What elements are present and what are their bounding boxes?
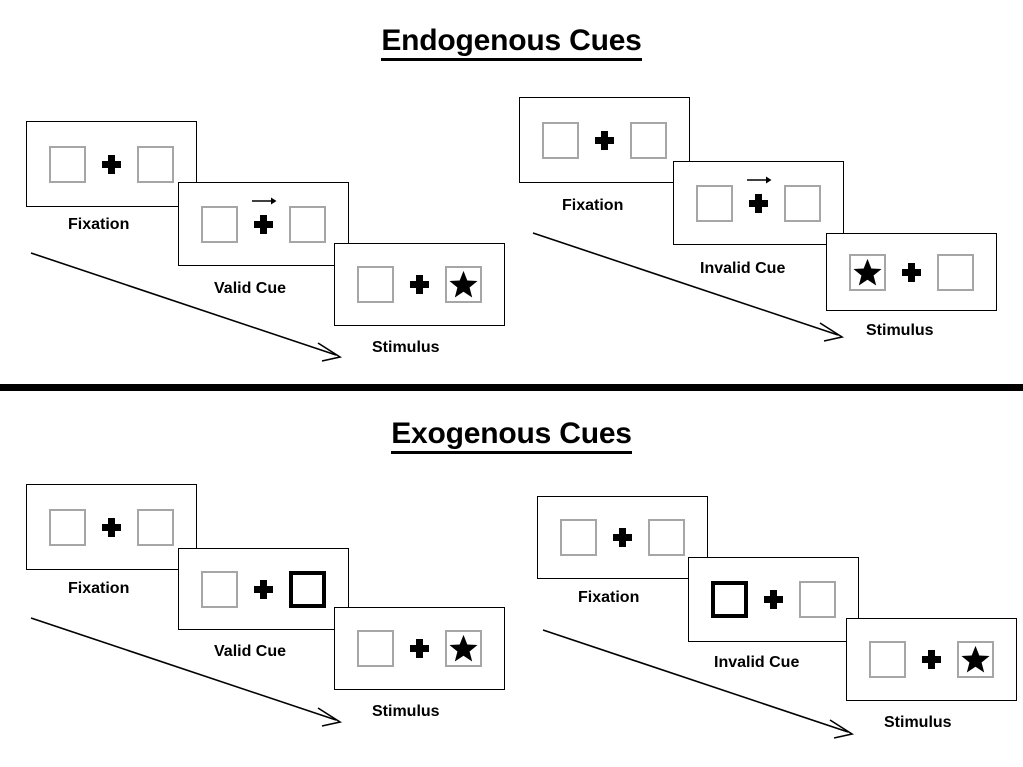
section-divider xyxy=(0,384,1023,391)
star-target-icon xyxy=(449,270,478,299)
fixation-cross-icon xyxy=(613,528,632,547)
left-box[interactable] xyxy=(201,205,238,243)
fixation-cross-icon xyxy=(410,275,429,294)
right-box[interactable] xyxy=(137,145,174,183)
left-box[interactable] xyxy=(711,581,748,618)
right-box[interactable] xyxy=(648,519,685,556)
panel-content xyxy=(357,630,482,667)
left-box[interactable] xyxy=(49,508,86,546)
panel-exogenous-valid-cue[interactable] xyxy=(178,548,349,630)
caption-exogenous-valid-stimulus: Stimulus xyxy=(372,703,440,720)
fixation-cross-icon xyxy=(764,590,783,609)
fixation-cross-icon xyxy=(251,197,276,234)
caption-endogenous-invalid-cue: Invalid Cue xyxy=(700,260,786,277)
right-box[interactable] xyxy=(957,641,994,678)
right-box[interactable] xyxy=(630,121,667,159)
panel-content xyxy=(357,266,482,303)
right-box[interactable] xyxy=(445,266,482,303)
panel-content xyxy=(869,641,994,678)
fixation-cross-icon xyxy=(595,130,614,150)
right-box[interactable] xyxy=(937,253,974,291)
panel-content xyxy=(201,197,326,243)
panel-content xyxy=(696,176,821,222)
panel-exogenous-valid-fixation[interactable] xyxy=(26,484,197,570)
panel-exogenous-invalid-fixation[interactable] xyxy=(537,496,708,579)
panel-exogenous-invalid-cue[interactable] xyxy=(688,557,859,642)
caption-exogenous-valid-fixation: Fixation xyxy=(68,580,130,597)
left-box[interactable] xyxy=(357,266,394,303)
left-box[interactable] xyxy=(201,570,238,608)
panel-exogenous-valid-stimulus[interactable] xyxy=(334,607,505,690)
panel-endogenous-valid-cue[interactable] xyxy=(178,182,349,266)
caption-endogenous-valid-cue: Valid Cue xyxy=(214,280,287,297)
caption-endogenous-valid-stimulus: Stimulus xyxy=(372,339,440,356)
right-box[interactable] xyxy=(445,630,482,667)
right-box[interactable] xyxy=(799,581,836,618)
fixation-cross-icon xyxy=(746,176,771,213)
panel-endogenous-invalid-fixation[interactable] xyxy=(519,97,690,183)
panel-content xyxy=(542,121,667,159)
caption-endogenous-invalid-fixation: Fixation xyxy=(562,197,624,214)
panel-endogenous-invalid-cue[interactable] xyxy=(673,161,844,245)
section-title-endogenous-text: Endogenous Cues xyxy=(381,24,642,61)
left-box[interactable] xyxy=(49,145,86,183)
panel-endogenous-valid-fixation[interactable] xyxy=(26,121,197,207)
star-target-icon xyxy=(449,634,478,663)
fixation-cross-icon xyxy=(902,262,921,282)
right-box[interactable] xyxy=(137,508,174,546)
section-title-exogenous: Exogenous Cues xyxy=(0,417,1023,454)
fixation-cross-icon xyxy=(254,579,273,599)
caption-endogenous-valid-fixation: Fixation xyxy=(68,216,130,233)
panel-content xyxy=(49,508,174,546)
section-title-endogenous: Endogenous Cues xyxy=(0,24,1023,61)
left-box[interactable] xyxy=(849,253,886,291)
panel-endogenous-valid-stimulus[interactable] xyxy=(334,243,505,326)
left-box[interactable] xyxy=(696,184,733,222)
panel-content xyxy=(849,253,974,291)
section-title-exogenous-text: Exogenous Cues xyxy=(391,417,632,454)
fixation-cross-icon xyxy=(102,154,121,174)
caption-exogenous-valid-cue: Valid Cue xyxy=(214,643,287,660)
panel-endogenous-invalid-stimulus[interactable] xyxy=(826,233,997,311)
caption-exogenous-invalid-cue: Invalid Cue xyxy=(714,654,800,671)
fixation-cross-icon xyxy=(410,639,429,658)
fixation-cross-icon xyxy=(102,517,121,537)
panel-content xyxy=(49,145,174,183)
arrow-right-cue-icon xyxy=(251,195,277,207)
panel-exogenous-invalid-stimulus[interactable] xyxy=(846,618,1017,701)
caption-endogenous-invalid-stimulus: Stimulus xyxy=(866,322,934,339)
arrow-right-cue-icon xyxy=(746,174,772,186)
panel-content xyxy=(711,581,836,618)
left-box[interactable] xyxy=(869,641,906,678)
right-box[interactable] xyxy=(289,570,326,608)
right-box[interactable] xyxy=(289,205,326,243)
panel-content xyxy=(560,519,685,556)
panel-content xyxy=(201,570,326,608)
left-box[interactable] xyxy=(560,519,597,556)
caption-exogenous-invalid-fixation: Fixation xyxy=(578,589,640,606)
fixation-cross-icon xyxy=(922,650,941,669)
star-target-icon xyxy=(853,258,882,287)
right-box[interactable] xyxy=(784,184,821,222)
left-box[interactable] xyxy=(542,121,579,159)
left-box[interactable] xyxy=(357,630,394,667)
star-target-icon xyxy=(961,645,990,674)
caption-exogenous-invalid-stimulus: Stimulus xyxy=(884,714,952,731)
